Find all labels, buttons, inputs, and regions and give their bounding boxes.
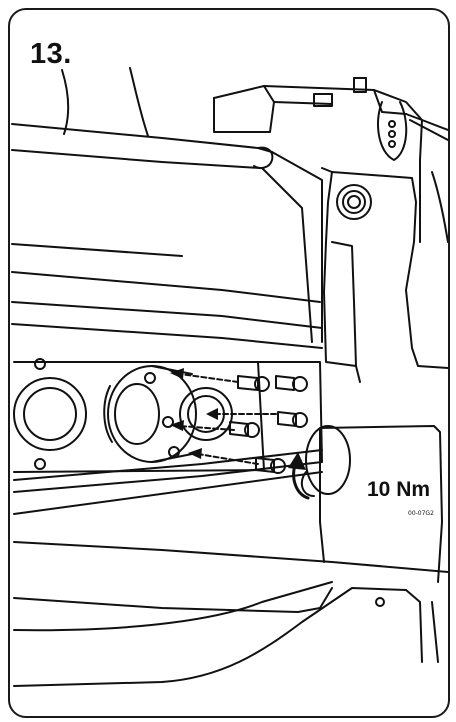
torque-label: 10 Nm (367, 478, 431, 501)
assembly-illustration (11, 67, 448, 687)
step-number: 13. (30, 38, 72, 70)
instruction-panel: 13. 10 Nm 00-07G2 (8, 8, 450, 718)
figure-code: 00-07G2 (408, 510, 434, 517)
